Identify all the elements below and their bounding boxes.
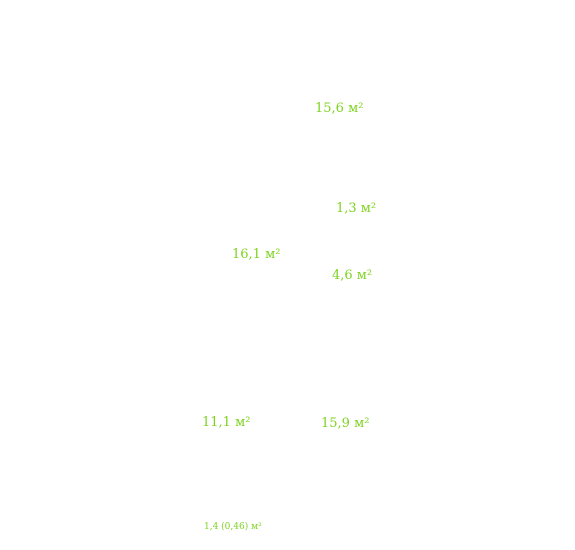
room-area-label: 11,1 м² <box>202 415 251 430</box>
room-area-label: 15,6 м² <box>315 101 364 116</box>
balcony-area-label: 1,4 (0,46) м² <box>204 522 262 532</box>
room-area-label: 16,1 м² <box>232 247 281 262</box>
room-area-label: 1,3 м² <box>336 201 377 216</box>
room-area-label: 4,6 м² <box>332 268 373 283</box>
room-area-label: 15,9 м² <box>321 416 370 431</box>
